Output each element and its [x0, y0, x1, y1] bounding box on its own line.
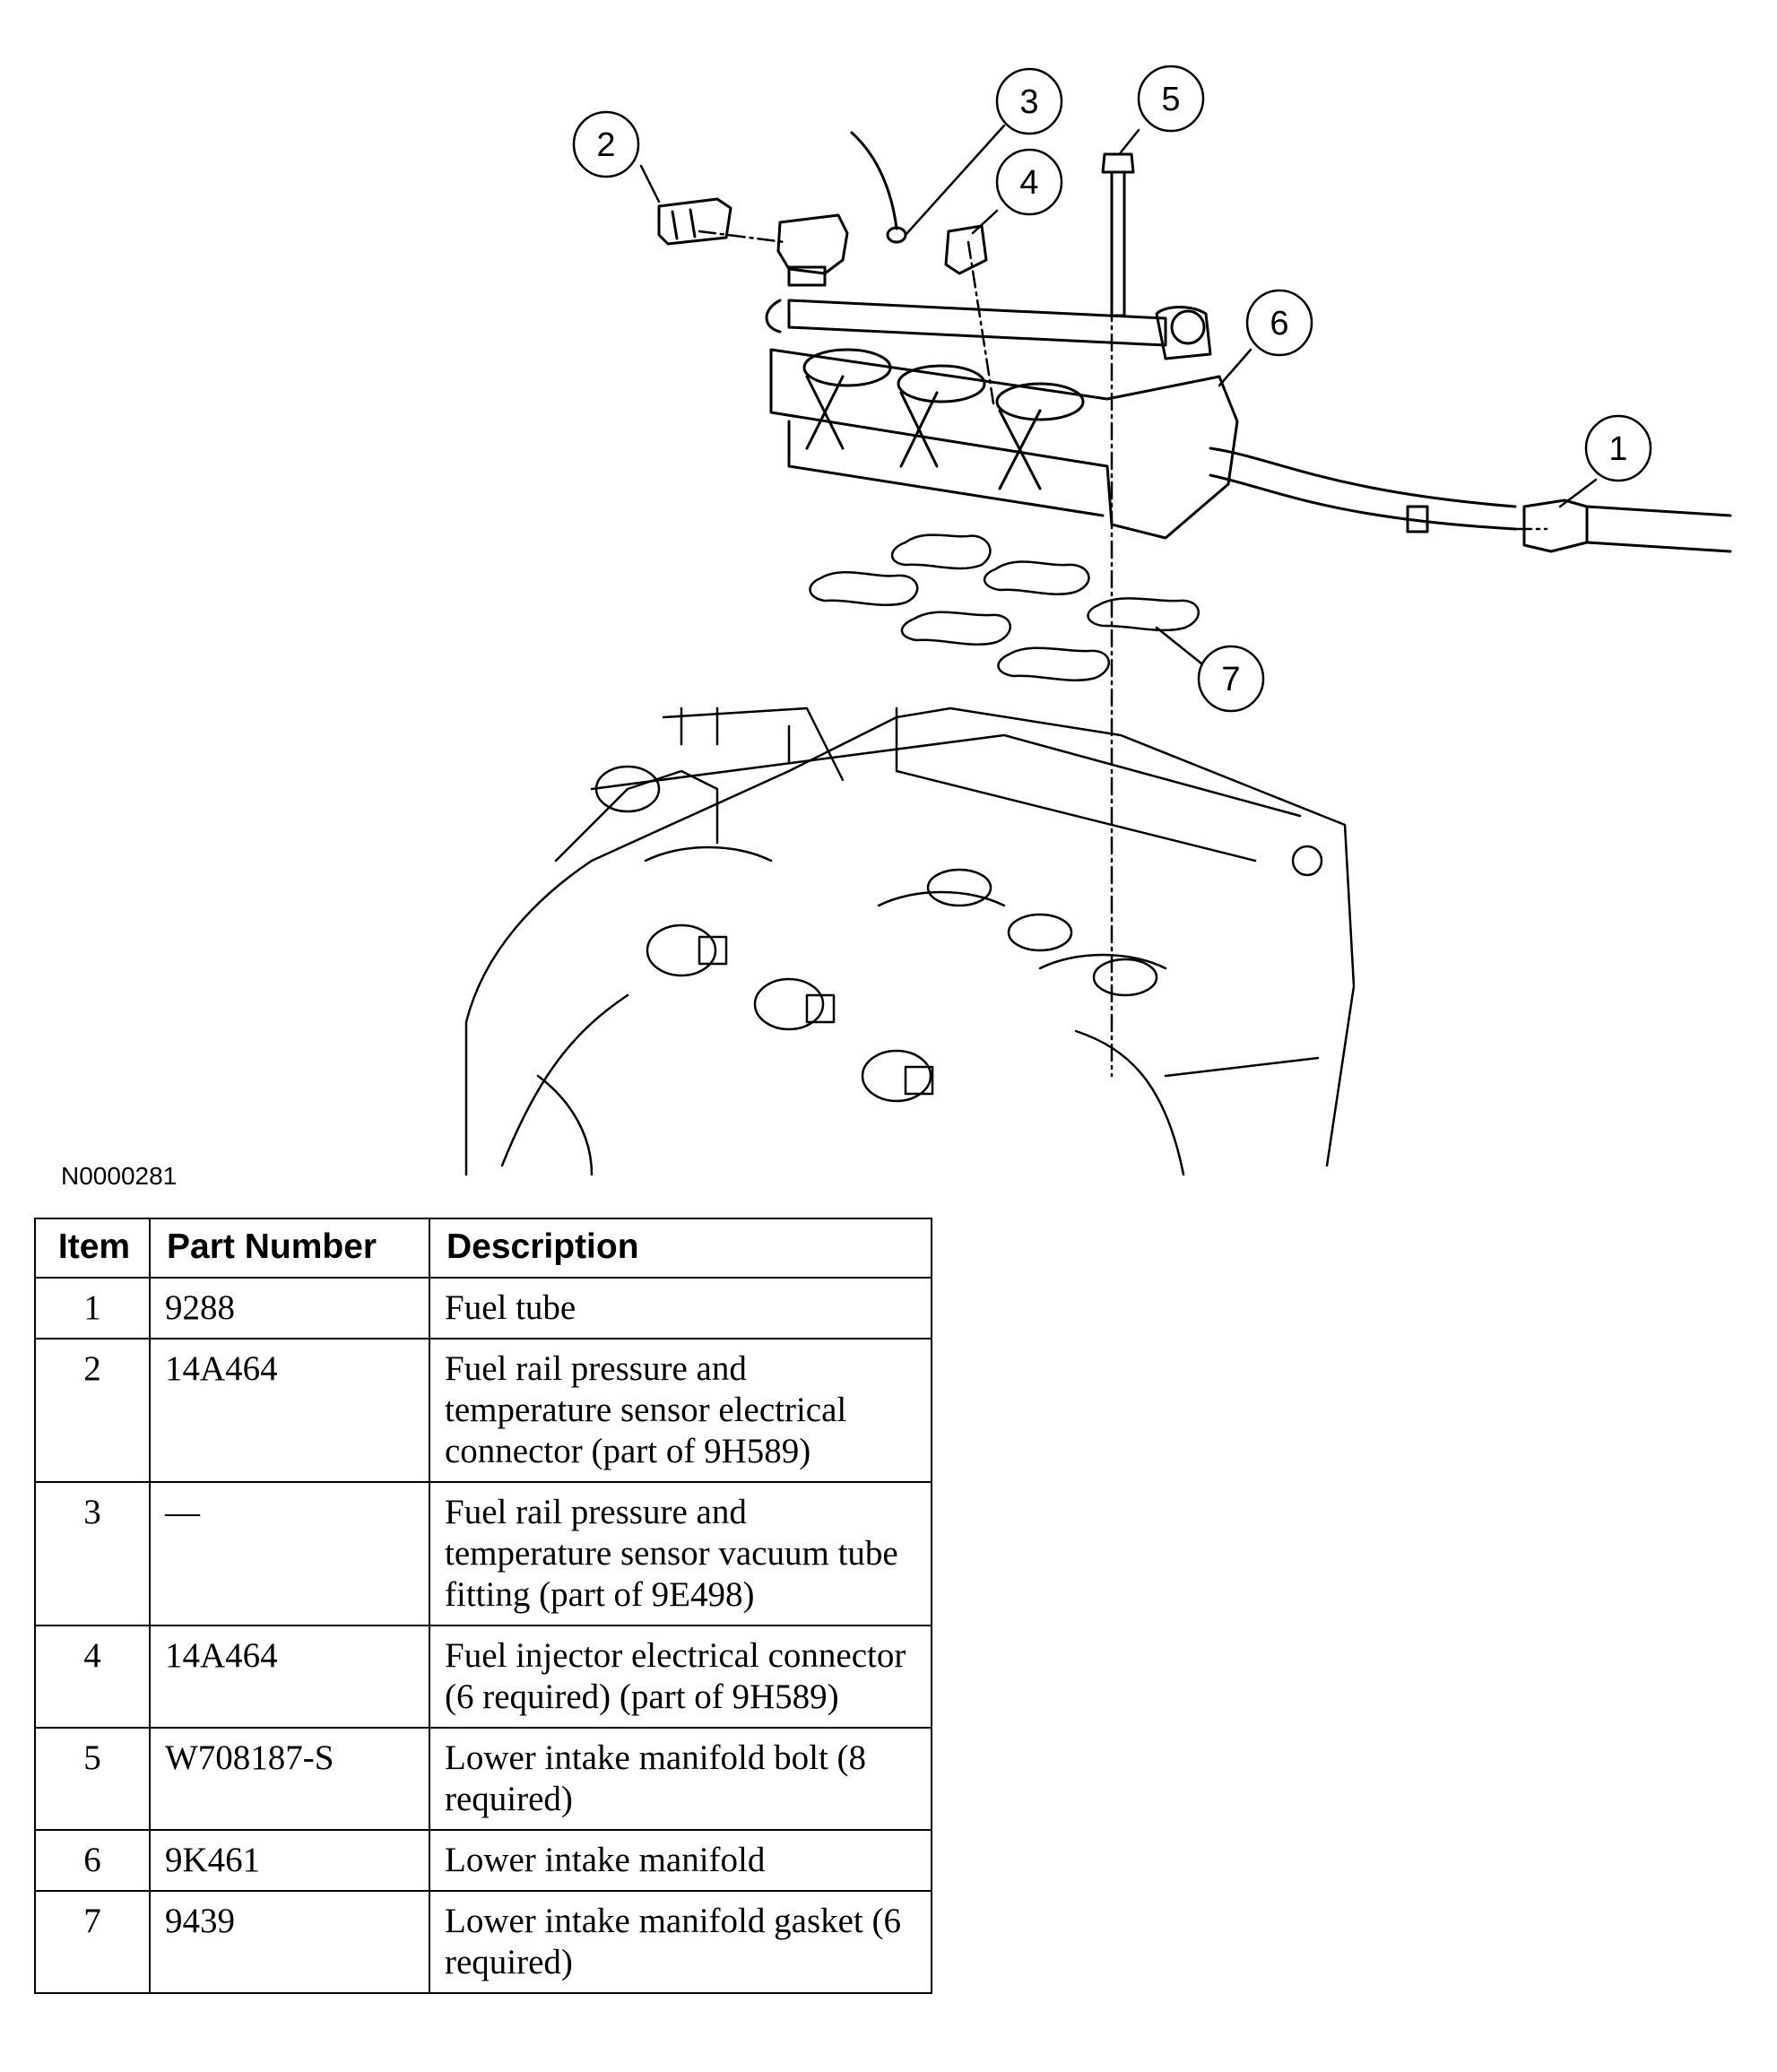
cell-part-number: 9288	[149, 1277, 430, 1339]
pressure-sensor-part	[776, 213, 849, 287]
cell-item: 7	[34, 1890, 151, 1994]
cell-description: Fuel rail pressure and temperature senso…	[429, 1481, 932, 1626]
table-row: 7 9439 Lower intake manifold gasket (6 r…	[34, 1890, 932, 1994]
callout-label-4: 4	[1019, 164, 1038, 202]
callout-label-5: 5	[1161, 81, 1180, 118]
leader-lines	[639, 124, 1598, 665]
cell-item: 1	[34, 1277, 151, 1339]
cell-item: 2	[34, 1338, 151, 1483]
cell-description: Lower intake manifold gasket (6 required…	[429, 1890, 932, 1994]
injector-connector-part	[944, 224, 988, 275]
table-row: 4 14A464 Fuel injector electrical connec…	[34, 1625, 932, 1729]
callouts	[572, 65, 1652, 713]
cell-item: 4	[34, 1625, 151, 1729]
cell-item: 6	[34, 1829, 151, 1892]
header-item: Item	[34, 1218, 151, 1279]
engine-block-part	[464, 707, 1356, 1176]
callout-3	[995, 67, 1063, 135]
alignment-lines	[698, 230, 1548, 1078]
header-description: Description	[429, 1218, 932, 1279]
cell-part-number: 9K461	[149, 1829, 430, 1892]
cell-description: Lower intake manifold bolt (8 required)	[429, 1727, 932, 1831]
cell-part-number: W708187-S	[149, 1727, 430, 1831]
gaskets-part	[809, 533, 1201, 681]
cell-description: Fuel rail pressure and temperature senso…	[429, 1338, 932, 1483]
callout-6	[1245, 289, 1313, 357]
cell-description: Fuel tube	[429, 1277, 932, 1339]
callout-7	[1197, 645, 1265, 713]
cell-description: Fuel injector electrical connector (6 re…	[429, 1625, 932, 1729]
figure-id-label: N0000281	[61, 1162, 178, 1190]
cell-part-number: —	[149, 1481, 430, 1626]
header-part-number: Part Number	[149, 1218, 430, 1279]
callout-5	[1137, 65, 1205, 133]
callout-1	[1584, 414, 1652, 482]
table-row: 2 14A464 Fuel rail pressure and temperat…	[34, 1338, 932, 1483]
callout-label-3: 3	[1019, 83, 1038, 121]
callout-label-2: 2	[596, 126, 615, 164]
callout-label-1: 1	[1608, 430, 1627, 468]
exploded-view-illustration: 1 2 3 4 5 6 7	[464, 65, 1732, 1176]
table-row: 1 9288 Fuel tube	[34, 1277, 932, 1339]
callout-label-7: 7	[1221, 661, 1240, 698]
cell-item: 5	[34, 1727, 151, 1831]
callout-2	[572, 110, 640, 178]
table-row: 5 W708187-S Lower intake manifold bolt (…	[34, 1727, 932, 1831]
cell-description: Lower intake manifold	[429, 1829, 932, 1892]
table-row: 6 9K461 Lower intake manifold	[34, 1829, 932, 1892]
bolt-part	[1101, 152, 1135, 317]
cell-part-number: 14A464	[149, 1625, 430, 1729]
intake-manifold-part	[769, 348, 1239, 540]
table-row: 3 — Fuel rail pressure and temperature s…	[34, 1481, 932, 1626]
sensor-connector-part	[657, 197, 732, 246]
cell-part-number: 9439	[149, 1890, 430, 1994]
fuel-rail-part	[765, 299, 1212, 360]
callout-4	[995, 148, 1063, 216]
cell-part-number: 14A464	[149, 1338, 430, 1483]
vacuum-tube-part	[850, 131, 898, 230]
table-header-row: Item Part Number Description	[34, 1218, 932, 1279]
cell-item: 3	[34, 1481, 151, 1626]
callout-label-6: 6	[1270, 305, 1288, 342]
fuel-tube-part	[1209, 446, 1732, 553]
parts-table: Item Part Number Description 1 9288 Fuel…	[34, 1218, 932, 1994]
